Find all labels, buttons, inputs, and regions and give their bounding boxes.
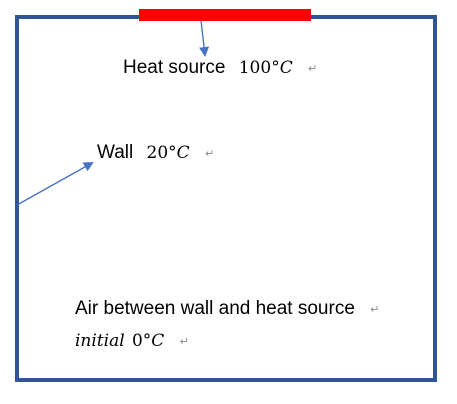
paragraph-mark-icon: ↵ <box>179 335 189 348</box>
paragraph-mark-icon: ↵ <box>307 62 318 75</box>
air-text: Air between wall and heat source <box>75 298 355 319</box>
paragraph-mark-icon: ↵ <box>204 147 215 160</box>
air-label: Air between wall and heat source ↵ <box>75 298 379 322</box>
wall-value: 20 <box>146 143 169 163</box>
heat-source-bar <box>139 9 311 21</box>
air-initial-label: initial 0°C ↵ <box>75 330 189 354</box>
wall-text: Wall <box>97 142 134 163</box>
heat-source-unit: °C <box>271 58 293 78</box>
heat-source-label: Heat source 100°C ↵ <box>123 57 317 81</box>
air-initial-unit: °C <box>142 331 165 351</box>
air-initial-word: initial <box>75 331 125 351</box>
heat-source-value: 100 <box>238 58 272 78</box>
heat-source-arrow <box>199 20 210 57</box>
wall-unit: °C <box>168 143 190 163</box>
wall-label: Wall 20°C ↵ <box>97 142 214 166</box>
wall-arrow <box>16 162 94 206</box>
heat-source-text: Heat source <box>123 57 226 78</box>
paragraph-mark-icon: ↵ <box>370 303 380 316</box>
air-initial-value: 0 <box>131 331 143 351</box>
